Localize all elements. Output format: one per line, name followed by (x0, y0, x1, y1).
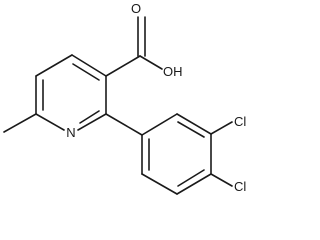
atom-label-chlorine-top: Cl (234, 114, 246, 129)
molecule-drawing: O OH N Cl Cl (3, 1, 246, 195)
atom-label-oxygen: O (131, 1, 141, 16)
double-bond-p2-p3 (177, 121, 205, 138)
bond-n1-c2 (77, 113, 107, 131)
double-bond-p4-p5 (177, 169, 205, 187)
bond-p3-cl-top (210, 121, 233, 135)
structure-diagram: O OH N Cl Cl (3, 1, 246, 195)
pyridine-ring (35, 54, 107, 131)
bond-c3-c4 (71, 54, 107, 77)
atom-label-hydroxyl: OH (163, 64, 183, 79)
bond-c2-phenyl (105, 113, 143, 136)
bond-p1-p2 (141, 113, 178, 136)
bond-p2-p3 (176, 113, 212, 135)
double-bond-c3-c4 (72, 63, 100, 81)
bond-c4-c5 (35, 54, 73, 77)
bond-p5-p6 (141, 173, 178, 195)
carboxylic-acid-group (105, 16, 163, 77)
bond-p4-p5 (176, 173, 212, 195)
bond-c-oh (139, 55, 163, 70)
atom-label-nitrogen: N (66, 125, 75, 140)
phenyl-ring (141, 113, 212, 195)
atom-label-chlorine-bottom: Cl (234, 179, 246, 194)
bond-c6-n1 (35, 113, 65, 131)
bond-c3-carboxyl (105, 55, 141, 77)
bond-p4-cl-bottom (210, 173, 233, 187)
double-bond-n1-c2 (79, 110, 100, 124)
methyl-bond (3, 113, 37, 133)
